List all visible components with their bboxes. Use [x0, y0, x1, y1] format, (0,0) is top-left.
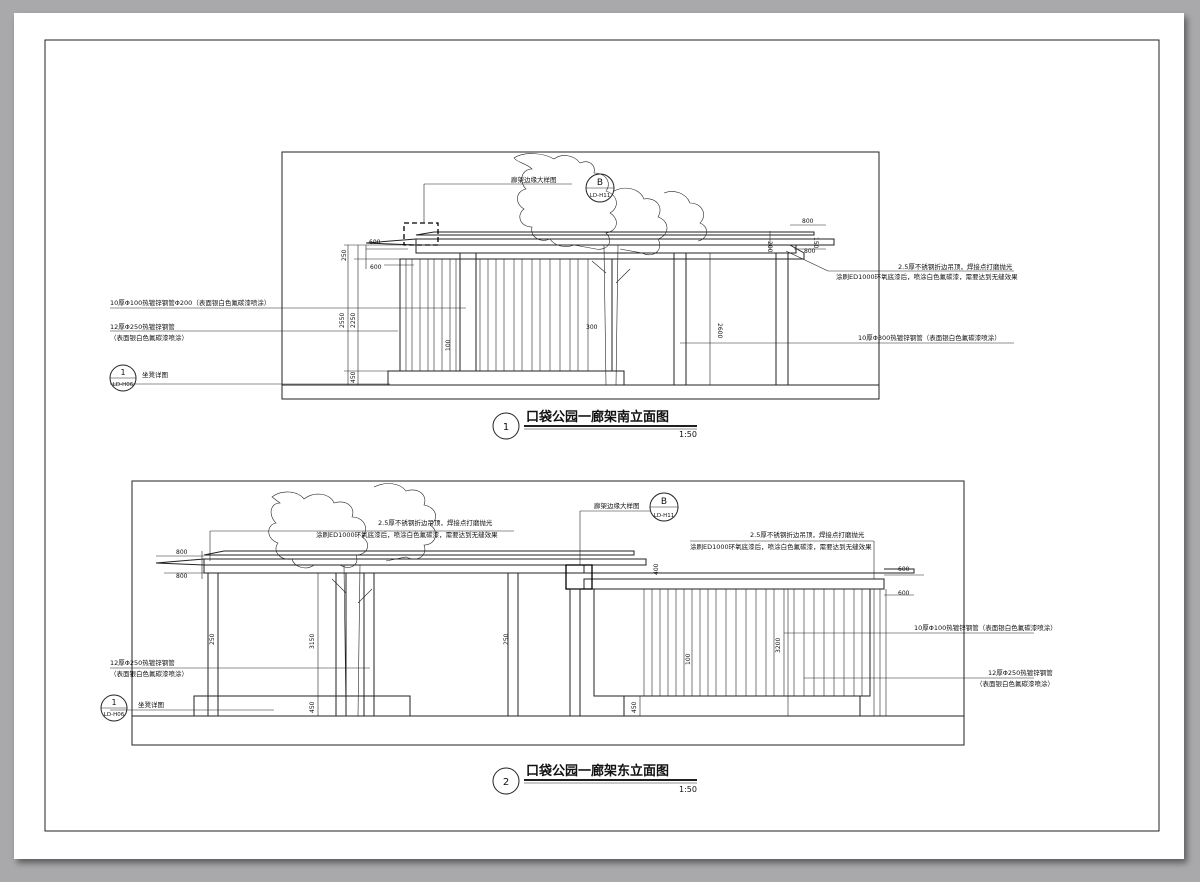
title-block-1: 1 口袋公园一廊架南立面图 1:50 [492, 409, 697, 440]
note-steel-pipe-300: 10厚Φ300热镀锌钢管（表面银白色氟碳漆喷涂） [858, 333, 1001, 342]
dim2-800-lower: 800 [176, 573, 188, 580]
dim-250: 250 [341, 249, 348, 261]
dim-150: 150 [812, 237, 819, 249]
note2-steel-pipe-250-finish: （表面银白色氟碳漆喷涂） [110, 669, 188, 678]
detail-reference-b: 廊架边缘大样图 B LD-H11 [423, 173, 615, 223]
note2-ceiling-steel-mid: 2.5厚不锈钢折边吊顶，焊接点打磨抛光 [750, 530, 865, 539]
slat-wall [387, 252, 625, 386]
dimension-lines-left [344, 244, 414, 385]
dim-100: 100 [445, 339, 452, 351]
note2-coating-left: 涂刷ED1000环氧底漆后，喷涂白色氟碳漆，需要达到无缝效果 [316, 530, 498, 539]
detail-ref-sheet-2: LD-H11 [654, 513, 674, 519]
note-steel-pipe-100: 10厚Φ100热镀锌钢管Φ200（表面银白色氟碳漆喷涂） [110, 298, 270, 307]
tree-outline [513, 153, 707, 386]
dim-300: 300 [586, 324, 598, 331]
title-block-2: 2 口袋公园一廊架东立面图 1:50 [492, 763, 697, 795]
dim-600-lower: 600 [370, 264, 382, 271]
detail-reference-b-2: 廊架边缘大样图 B LD-H11 [579, 492, 679, 565]
note2-steel-pipe-100: 10厚Φ100热镀锌钢管（表面银白色氟碳漆喷涂） [914, 623, 1057, 632]
cad-drawing-canvas: 600 600 250 2550 2250 450 800 800 2600 3… [44, 39, 1160, 832]
title-2: 口袋公园一廊架东立面图 [526, 763, 669, 779]
columns-left-2 [193, 572, 581, 717]
scale-2: 1:50 [679, 785, 697, 794]
detail-ref-label-2: 廊架边缘大样图 [594, 501, 640, 510]
note-steel-pipe-250-finish: （表面银白色氟碳漆喷涂） [110, 333, 188, 342]
seat-detail-reference: 1 LD-H06 坐凳详图 [109, 364, 168, 392]
dim2-100: 100 [685, 653, 692, 665]
dim-200: 200 [766, 241, 773, 253]
detail-ref-label: 廊架边缘大样图 [511, 175, 557, 184]
drawing-sheet: 600 600 250 2550 2250 450 800 800 2600 3… [14, 13, 1184, 859]
dim-2550: 2550 [339, 313, 346, 328]
note-steel-pipe-250: 12厚Φ250热镀锌钢管 [110, 322, 175, 331]
dim2-3200: 3200 [775, 638, 782, 653]
dim2-250-mid: 250 [503, 633, 510, 645]
slat-wall-2 [593, 588, 887, 717]
dim2-800-top: 800 [176, 549, 188, 556]
dim2-400: 400 [653, 563, 660, 575]
title-1-number: 1 [503, 422, 509, 433]
note2-coating-mid: 涂刷ED1000环氧底漆后，喷涂白色氟碳漆，需要达到无缝效果 [690, 542, 872, 551]
scale-1: 1:50 [679, 430, 697, 439]
south-elevation-drawing: 600 600 250 2550 2250 450 800 800 2600 3… [109, 151, 1018, 440]
detail-b-marker-box-2 [565, 564, 593, 590]
seat-ref-num-2: 1 [111, 698, 116, 707]
seat-label-2: 坐凳详图 [138, 700, 164, 709]
dim2-450-left: 450 [309, 701, 316, 713]
right-columns [673, 252, 789, 386]
detail-ref-letter: B [597, 178, 603, 188]
title-2-number: 2 [503, 777, 509, 788]
detail-ref-letter-2: B [661, 497, 667, 507]
detail-ref-sheet: LD-H11 [590, 193, 610, 199]
dim-800-lower: 800 [804, 248, 816, 255]
dim2-3150: 3150 [309, 634, 316, 649]
seat-ref-num: 1 [120, 368, 125, 377]
dim2-250: 250 [209, 633, 216, 645]
dimension-lines-left-2 [156, 551, 319, 716]
elevation-2-frame [131, 480, 965, 746]
dim2-600-top: 600 [898, 566, 910, 573]
dim-600-top: 600 [369, 239, 381, 246]
note2-steel-pipe-250-right-finish: （表面银白色氟碳漆喷涂） [976, 679, 1054, 688]
note-ceiling-steel: 2.5厚不锈钢折边吊顶，焊接点打磨抛光 [898, 262, 1013, 271]
dim-800-top: 800 [802, 218, 814, 225]
note-coating: 涂刷ED1000环氧底漆后，喷涂白色氟碳漆，需要达到无缝效果 [836, 272, 1018, 281]
pergola-roof-2 [155, 550, 915, 590]
note2-steel-pipe-250-right: 12厚Φ250热镀锌钢管 [988, 668, 1053, 677]
seat-ref-sheet-2: LD-H06 [104, 712, 125, 718]
dimension-lines-right [709, 224, 826, 385]
dim2-450-right: 450 [631, 701, 638, 713]
note2-ceiling-steel-left: 2.5厚不锈钢折边吊顶，焊接点打磨抛光 [378, 518, 493, 527]
dimension-lines-right-2 [639, 574, 924, 716]
dim-2600: 2600 [716, 323, 723, 338]
dim-2250: 2250 [350, 313, 357, 328]
dim2-600-lower: 600 [898, 590, 910, 597]
detail-b-marker-box [403, 222, 439, 246]
leader-lines-2 [110, 530, 1034, 711]
note2-steel-pipe-250: 12厚Φ250热镀锌钢管 [110, 658, 175, 667]
seat-detail-reference-2: 1 LD-H06 坐凳详图 [100, 694, 164, 722]
sheet-border [44, 39, 1160, 832]
title-1: 口袋公园一廊架南立面图 [526, 409, 669, 425]
east-elevation-drawing: 800 800 400 3150 450 250 600 600 3200 10… [100, 480, 1057, 795]
dim-450: 450 [350, 371, 357, 383]
leader-lines [110, 250, 1014, 385]
seat-label: 坐凳详图 [142, 370, 168, 379]
elevation-1-frame [281, 151, 880, 400]
seat-ref-sheet: LD-H06 [113, 382, 134, 388]
